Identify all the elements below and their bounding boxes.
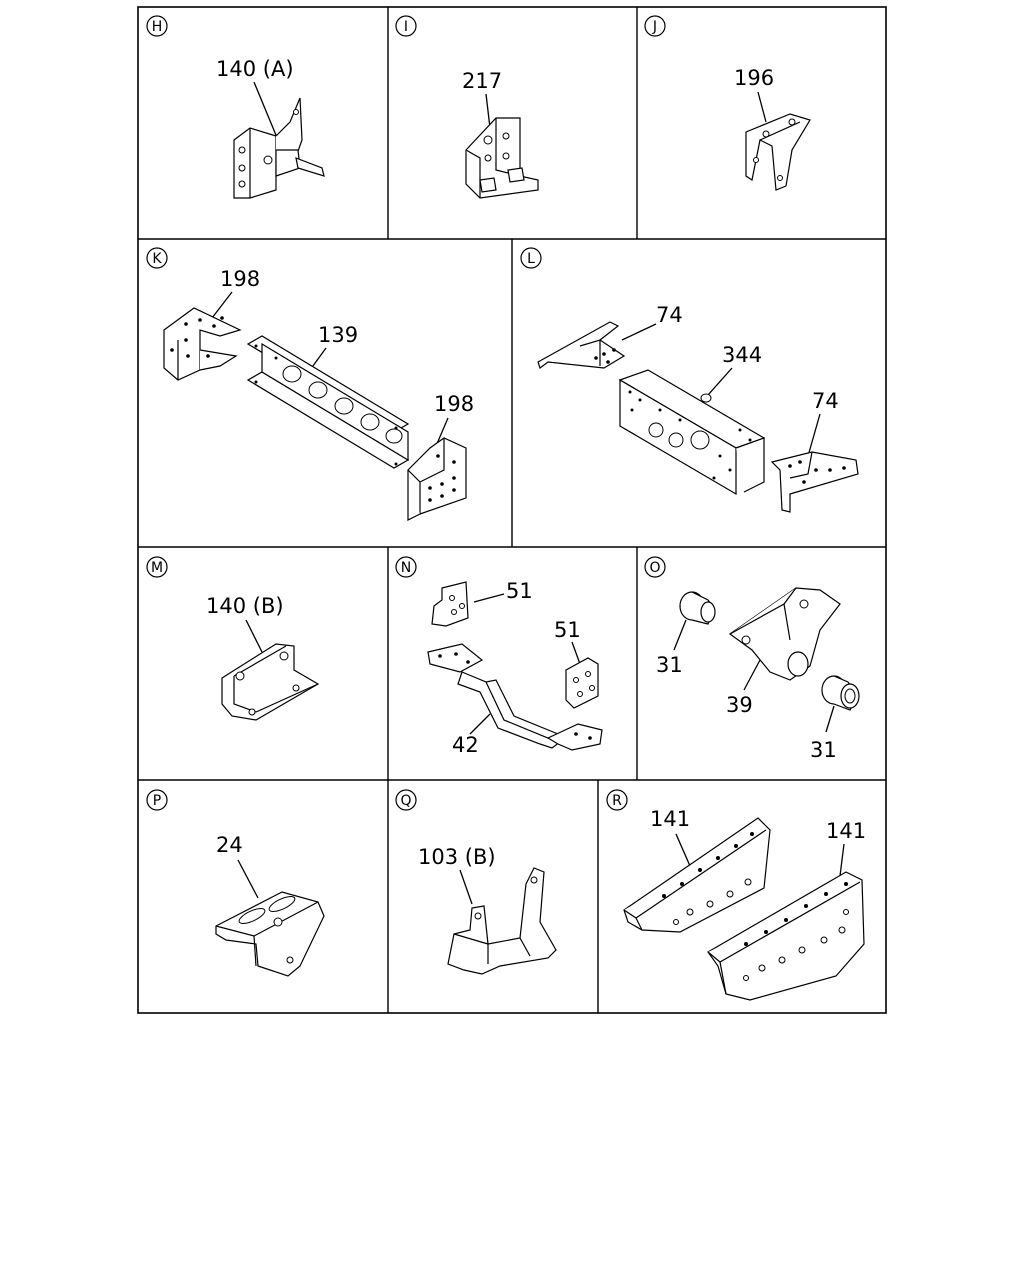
panel-q: Q 103 (B) — [395, 789, 557, 975]
crossmember-139-drawing — [246, 335, 410, 469]
part-label-217: 217 — [462, 69, 502, 93]
part-label-140b: 140 (B) — [206, 594, 284, 618]
bracket-198-right-drawing — [407, 437, 467, 521]
part-label-42: 42 — [452, 733, 479, 757]
part-label-24: 24 — [216, 833, 243, 857]
panel-l: L 74 344 74 — [520, 247, 859, 513]
plate-51-right-drawing — [565, 657, 599, 709]
part-label-74-top: 74 — [656, 303, 683, 327]
panel-q-letter: Q — [400, 793, 411, 809]
panel-k-letter: K — [152, 251, 162, 267]
panel-j: J 196 — [644, 15, 811, 191]
bracket-39-drawing — [728, 587, 841, 681]
panel-r: R 141 141 — [606, 789, 866, 1001]
part-label-31-right: 31 — [810, 738, 837, 762]
part-label-141-left: 141 — [650, 807, 690, 831]
bracket-103b-drawing — [447, 867, 557, 975]
bracket-141-left-drawing — [623, 817, 771, 933]
bushing-31-left-drawing — [679, 591, 716, 625]
plate-51-top-drawing — [431, 581, 469, 627]
part-label-39: 39 — [726, 693, 753, 717]
bracket-217-drawing — [465, 117, 539, 199]
part-label-103b: 103 (B) — [418, 845, 496, 869]
panel-h: H 140 (A) — [146, 15, 325, 199]
panel-m: M 140 (B) — [146, 556, 320, 721]
gusset-74-top-drawing — [537, 321, 626, 369]
bracket-141-right-drawing — [707, 871, 865, 1001]
part-label-31-left: 31 — [656, 653, 683, 677]
panel-i-letter: I — [404, 19, 408, 35]
panel-o-letter: O — [649, 560, 660, 576]
crossmember-344-drawing — [618, 369, 766, 496]
bracket-196-drawing — [745, 113, 811, 191]
gusset-74-bottom-drawing — [770, 451, 859, 513]
part-label-74-bottom: 74 — [812, 389, 839, 413]
part-label-141-right: 141 — [826, 819, 866, 843]
bushing-31-right-drawing — [821, 675, 860, 711]
panel-o: O 31 39 31 — [644, 556, 860, 762]
panel-m-letter: M — [151, 560, 163, 576]
part-label-198-top: 198 — [220, 267, 260, 291]
panel-i: I 217 — [395, 15, 539, 199]
bracket-140b-drawing — [221, 643, 320, 721]
part-label-139: 139 — [318, 323, 358, 347]
crossmember-42-drawing — [427, 643, 603, 751]
panel-r-letter: R — [612, 793, 622, 809]
bracket-24-drawing — [215, 891, 325, 977]
part-label-196: 196 — [734, 66, 774, 90]
part-label-51-right: 51 — [554, 618, 581, 642]
panel-n-letter: N — [401, 560, 411, 576]
panel-p-letter: P — [153, 793, 161, 809]
part-label-140a: 140 (A) — [216, 57, 294, 81]
panel-p: P 24 — [146, 789, 325, 977]
bracket-198-left-drawing — [163, 307, 242, 381]
part-label-198-bottom: 198 — [434, 392, 474, 416]
part-label-51-top: 51 — [506, 579, 533, 603]
panel-l-letter: L — [527, 251, 535, 267]
panel-grid — [137, 6, 887, 1014]
panel-j-letter: J — [652, 19, 657, 35]
panel-k: K 198 139 198 — [146, 247, 474, 521]
panel-n: N 51 51 42 — [395, 556, 603, 757]
panel-h-letter: H — [152, 19, 163, 35]
bracket-140a-drawing — [233, 97, 325, 199]
part-label-344: 344 — [722, 343, 762, 367]
